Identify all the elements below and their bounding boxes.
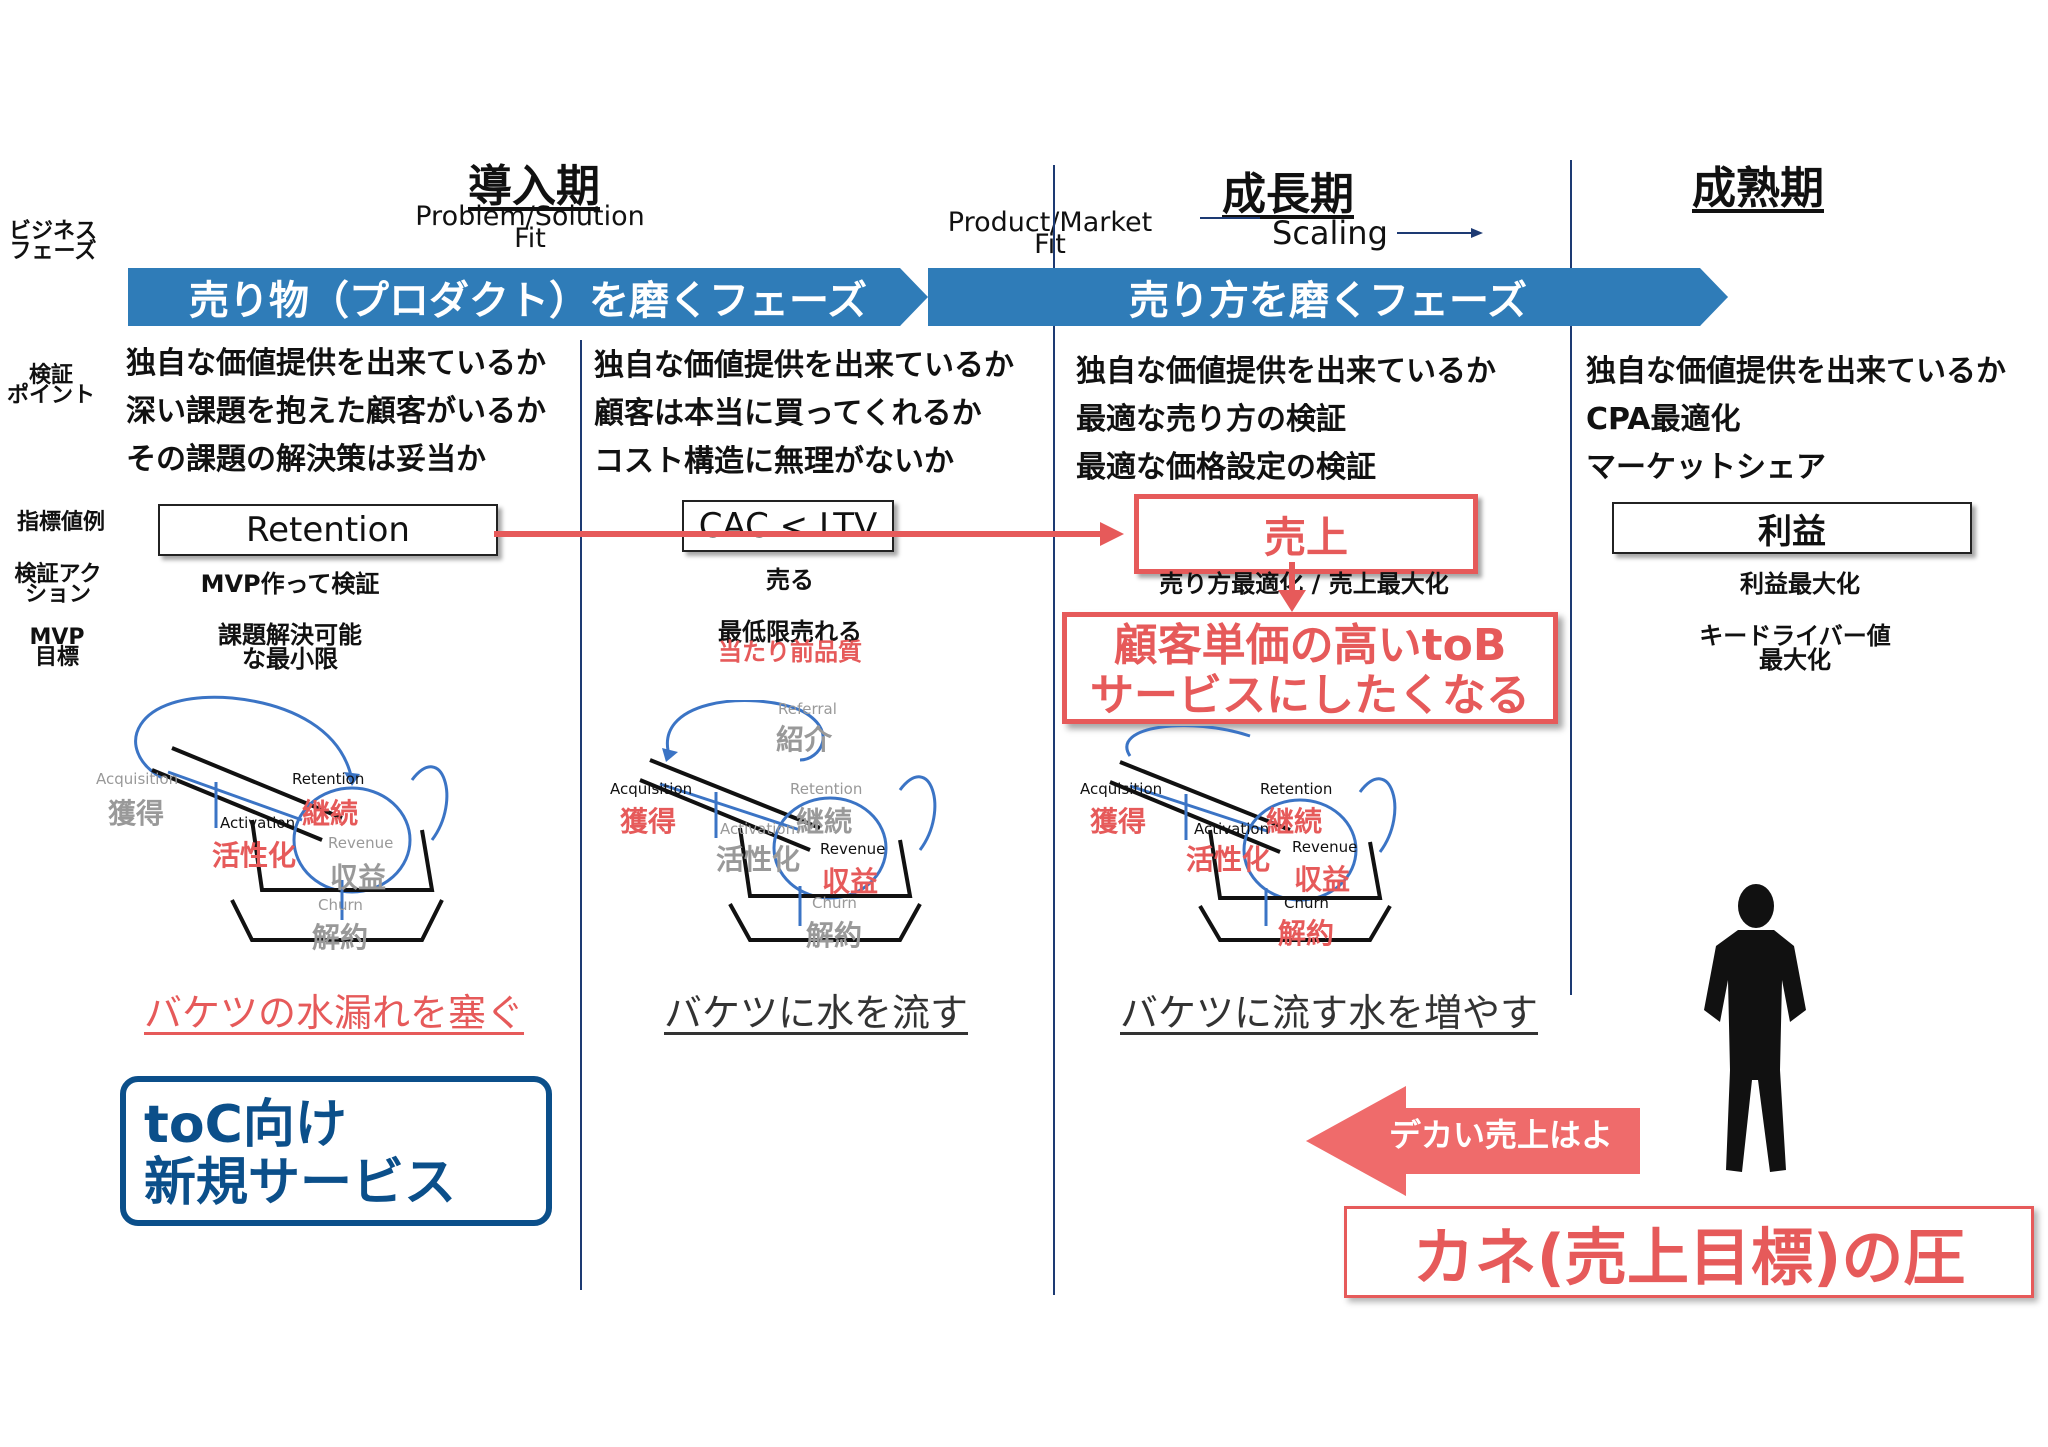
row-label-check: 検証 ポイント (6, 363, 95, 408)
banner-product-phase: 売り物（プロダクト）を磨くフェーズ (128, 268, 928, 326)
pressure-box: カネ(売上目標)の圧 (1344, 1206, 2034, 1298)
bucket-caption-col1: バケツの水漏れを塞ぐ (144, 991, 525, 1035)
metric-box-col1: Retention (158, 504, 498, 556)
stage-title-growth: 成長期 (1222, 169, 1354, 220)
action-col1: MVP作って検証 (200, 570, 380, 598)
metric-label: CAC < LTV (698, 506, 878, 546)
person-silhouette (1704, 884, 1806, 1172)
check-col4: 独自な価値提供を出来ているか CPA最適化 マーケットシェア (1586, 348, 2006, 492)
action-col4: 利益最大化 (1740, 570, 1860, 598)
label-revenue-en: Revenue (1292, 838, 1358, 856)
label-revenue-jp: 収益 (330, 861, 387, 894)
metric-label: Retention (246, 510, 410, 550)
mvp-goal-col2-line2: 当たり前品質 (718, 638, 862, 666)
check-item: マーケットシェア (1586, 450, 1826, 485)
check-item: 独自な価値提供を出来ているか (1586, 354, 2006, 389)
scaling-line-left (1200, 217, 1260, 219)
check-item: 深い課題を抱えた顧客がいるか (126, 394, 546, 429)
stage-title-intro: 導入期 (468, 161, 600, 212)
row-label-metric: 指標値例 (16, 510, 105, 535)
label-revenue-en: Revenue (820, 840, 886, 858)
label-revenue-jp: 収益 (1294, 863, 1351, 896)
label-referral-en: Referral (778, 700, 837, 718)
scaling-label: Scaling (1272, 214, 1388, 252)
metric-box-col3: 売上 (1134, 494, 1478, 574)
label-activation-jp: 活性化 (1186, 843, 1271, 876)
bucket-diagram-col1 (134, 695, 449, 942)
check-item: 最適な売り方の検証 (1076, 402, 1346, 437)
scaling-arrow (1397, 228, 1483, 238)
label-acquisition-en: Acquisition (1080, 780, 1163, 798)
label-retention-en: Retention (1260, 780, 1333, 798)
divider-1 (580, 340, 582, 1290)
label-acquisition-jp: 獲得 (108, 797, 165, 830)
label-retention-en: Retention (790, 780, 863, 798)
metric-box-col2: CAC < LTV (682, 500, 894, 552)
label-acquisition-en: Acquisition (96, 770, 179, 788)
pressure-arrow-label: デカい売上はよ (1388, 1116, 1613, 1154)
bucket-diagram-col3 (1109, 726, 1397, 942)
label-churn-en: Churn (1284, 894, 1329, 912)
label-acquisition-jp: 獲得 (1090, 805, 1147, 838)
label-churn-jp: 解約 (806, 919, 863, 952)
row-label-phase: ビジネス フェーズ (8, 219, 97, 264)
label-retention-jp: 継続 (796, 805, 853, 838)
label-activation-jp: 活性化 (716, 843, 801, 876)
bucket-caption-col2: バケツに水を流す (664, 991, 969, 1035)
metric-label: 売上 (1263, 512, 1348, 562)
check-item: 独自な価値提供を出来ているか (594, 348, 1014, 383)
check-item: その課題の解決策は妥当か (126, 442, 486, 477)
label-revenue-en: Revenue (328, 834, 394, 852)
red-arrow-to-sales (494, 522, 1124, 546)
check-item: 独自な価値提供を出来ているか (126, 346, 546, 381)
banner-sales-phase: 売り方を磨くフェーズ (928, 268, 1728, 326)
label-retention-jp: 継続 (1266, 805, 1323, 838)
pressure-box-label: カネ(売上目標)の圧 (1412, 1221, 1966, 1294)
label-activation-jp: 活性化 (212, 839, 297, 872)
label-activation-en: Activation (220, 814, 296, 832)
metric-box-col4: 利益 (1612, 502, 1972, 554)
banner-sales-label: 売り方を磨くフェーズ (1129, 278, 1527, 324)
check-item: 最適な価格設定の検証 (1076, 450, 1376, 485)
row-label-mvp: MVP 目標 (29, 625, 85, 670)
mvp-goal-col2-line1: 最低限売れる (718, 618, 862, 646)
label-acquisition-jp: 獲得 (620, 805, 677, 838)
check-item: 独自な価値提供を出来ているか (1076, 354, 1496, 389)
stage-title-mature: 成熟期 (1692, 163, 1824, 214)
label-activation-en: Activation (1194, 820, 1270, 838)
toc-service-box: toC向け 新規サービス (120, 1076, 552, 1226)
mvp-goal-col1: 課題解決可能 な最小限 (218, 621, 362, 673)
check-item: CPA最適化 (1586, 402, 1741, 437)
bucket-caption-col3: バケツに流す水を増やす (1120, 991, 1539, 1035)
red-arrow-down (1278, 562, 1306, 612)
divider-3 (1570, 160, 1572, 995)
check-item: 顧客は本当に買ってくれるか (594, 396, 982, 431)
label-churn-en: Churn (812, 894, 857, 912)
label-churn-jp: 解約 (312, 921, 369, 954)
row-label-action: 検証アク ション (14, 562, 102, 607)
mvp-goal-col4: キードライバー値 最大化 (1699, 622, 1891, 674)
label-churn-en: Churn (318, 896, 363, 914)
label-referral-jp: 紹介 (776, 723, 833, 756)
bucket-diagram-col2 (639, 700, 937, 942)
label-activation-en: Activation (720, 820, 796, 838)
check-col2: 独自な価値提供を出来ているか 顧客は本当に買ってくれるか コスト構造に無理がない… (594, 342, 1014, 486)
banner-product-label: 売り物（プロダクト）を磨くフェーズ (189, 278, 867, 324)
label-churn-jp: 解約 (1278, 917, 1335, 950)
metric-label: 利益 (1758, 511, 1826, 552)
pmf-label: Product/Market Fit (947, 207, 1153, 260)
action-col2: 売る (766, 566, 814, 594)
check-col3: 独自な価値提供を出来ているか 最適な売り方の検証 最適な価格設定の検証 (1076, 348, 1496, 492)
tob-callout: 顧客単価の高いtoB サービスにしたくなる (1062, 612, 1558, 724)
check-col1: 独自な価値提供を出来ているか 深い課題を抱えた顧客がいるか その課題の解決策は妥… (126, 340, 546, 484)
check-item: コスト構造に無理がないか (594, 444, 954, 479)
label-retention-jp: 継続 (302, 797, 359, 830)
label-retention-en: Retention (292, 770, 365, 788)
psf-label: Problem/Solution Fit (415, 201, 645, 254)
label-revenue-jp: 収益 (822, 865, 879, 898)
label-acquisition-en: Acquisition (610, 780, 693, 798)
divider-2 (1053, 165, 1055, 1295)
